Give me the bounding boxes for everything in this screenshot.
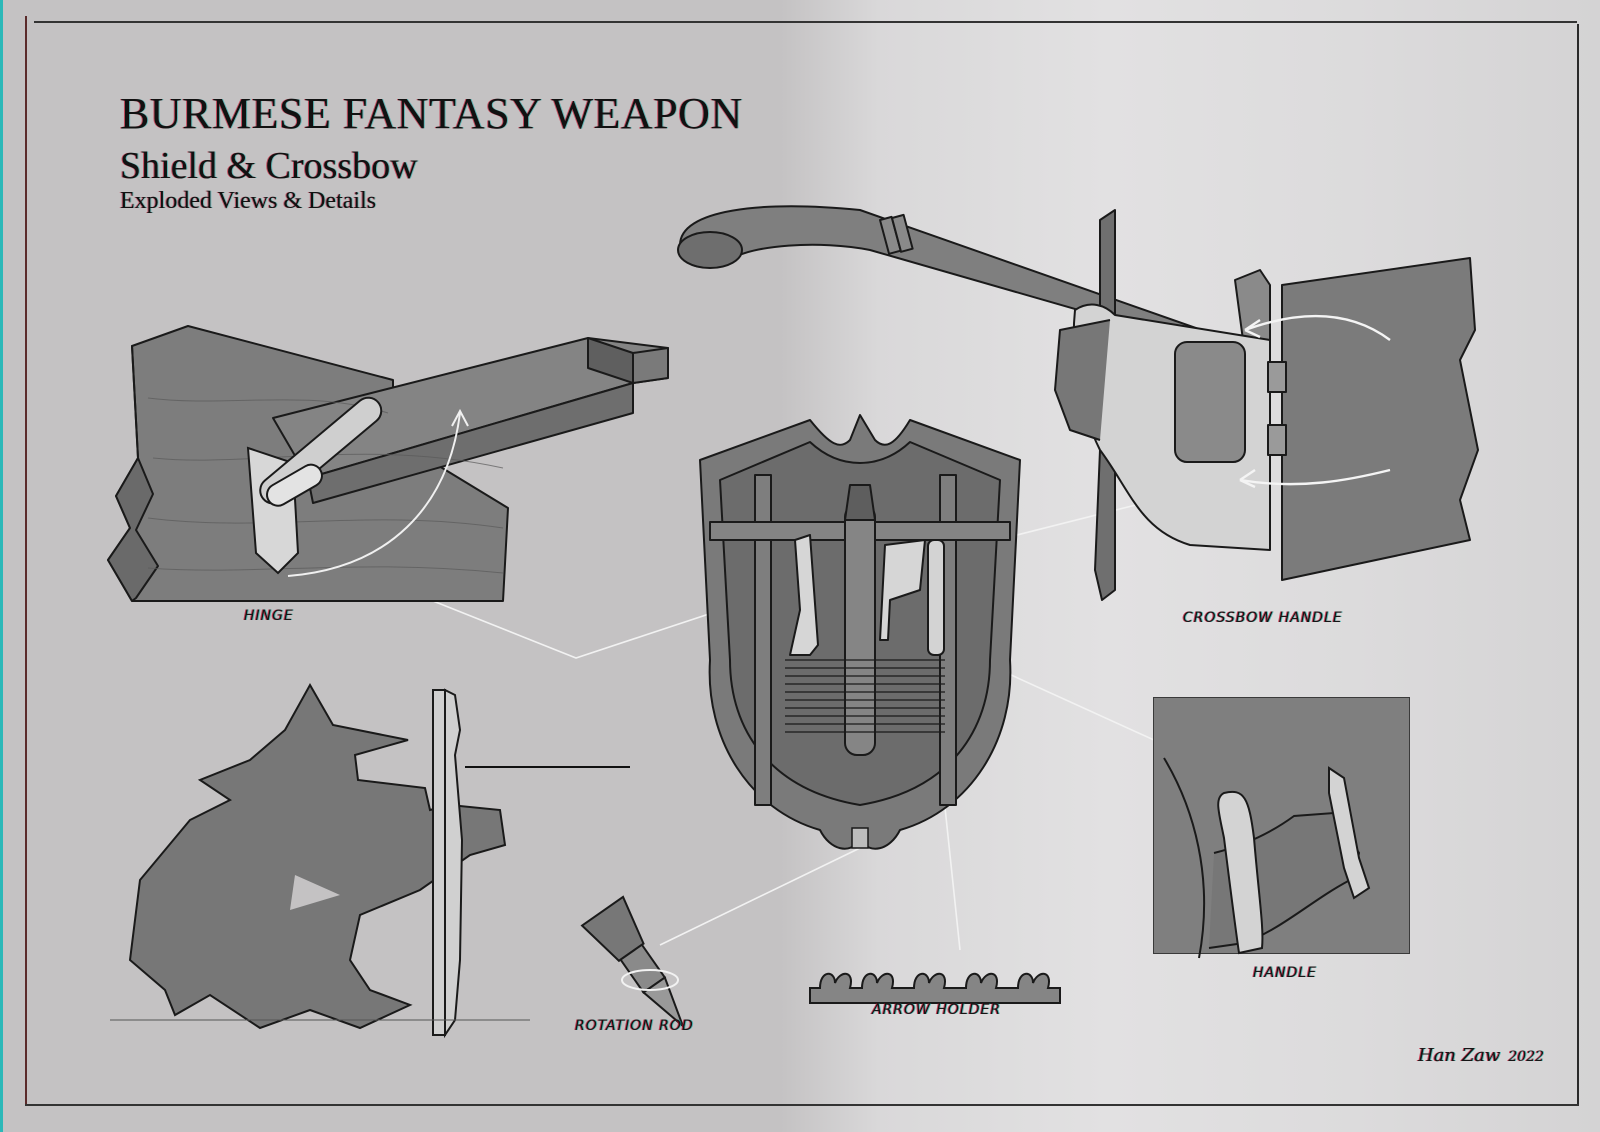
sheet-subtitle: Shield & Crossbow (120, 145, 418, 187)
frame-border-left (25, 16, 27, 1106)
signature-year: 2022 (1508, 1049, 1545, 1065)
frame-border-top (34, 21, 1577, 23)
page-edge (0, 0, 3, 1132)
handle-detail-panel (1153, 697, 1410, 959)
label-crossbow-handle: Crossbow Handle (1183, 610, 1343, 626)
frame-border-bottom (25, 1104, 1579, 1106)
artist-name: Han Zaw (1418, 1045, 1501, 1066)
label-hinge: Hinge (244, 608, 294, 624)
sheet-caption: Exploded Views & Details (120, 188, 377, 214)
frame-border-right (1577, 24, 1579, 1106)
shield-illustration (699, 414, 1021, 850)
label-arrow-holder: Arrow Holder (872, 1002, 1002, 1018)
label-handle: Handle (1253, 965, 1318, 981)
arrow-holder-illustration (809, 972, 1061, 1004)
crossbow-handle-illustration (677, 205, 1479, 601)
hinge-illustration (107, 325, 669, 602)
artist-signature: Han Zaw 2022 (1418, 1045, 1544, 1066)
goblin-silhouette-illustration (110, 682, 630, 1039)
handle-grip-illustration (1163, 757, 1371, 959)
sheet-title: BURMESE FANTASY WEAPON (120, 89, 743, 138)
rotation-rod-illustration (580, 895, 686, 1030)
label-rotation-rod: Rotation Rod (575, 1018, 694, 1034)
